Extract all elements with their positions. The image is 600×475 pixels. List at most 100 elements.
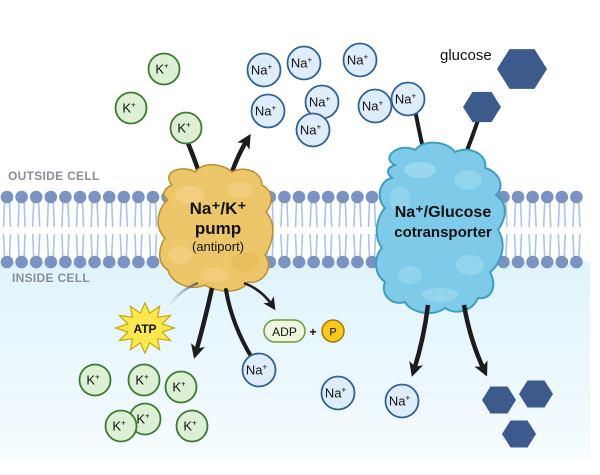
lipid-head [570, 190, 583, 204]
lipid-head [73, 255, 87, 269]
glucose-inside [502, 420, 536, 448]
lipid-head [351, 190, 364, 204]
lipid-head [44, 190, 58, 204]
lipid-head [570, 255, 583, 269]
atp-star-shape [113, 301, 177, 355]
phospholipid [15, 190, 28, 269]
na-ion-inside: Na+ [320, 375, 356, 411]
lipid-head [59, 255, 72, 269]
inside-cell-region [0, 262, 590, 460]
pump-na-connector [224, 288, 254, 360]
ion-label: Na+ [325, 386, 347, 401]
lipid-head [555, 255, 569, 269]
k-ion-inside: K+ [175, 409, 209, 443]
ions: K+K+K+Na+Na+Na+Na+Na+Na+Na+Na+K+K+K+K+K+… [78, 42, 426, 443]
lipid-head [102, 190, 116, 204]
lipid-head [59, 190, 72, 204]
lipid-head [44, 255, 58, 269]
phospholipid [29, 190, 43, 269]
na-ion-outside: Na+ [342, 42, 378, 78]
lipid-head [146, 255, 160, 269]
phospholipid [351, 190, 364, 269]
lipid-head [321, 190, 335, 204]
glucose-outside-bound [463, 91, 501, 123]
lipid-head [336, 255, 350, 269]
cotransporter-na-in-arrow [409, 304, 431, 377]
k-ion-outside-bound: K+ [169, 111, 203, 145]
na-ion-inside: Na+ [241, 352, 277, 388]
lipid-head [132, 255, 145, 269]
phosphate-molecule [321, 319, 345, 343]
lipid-head [540, 255, 554, 269]
lipid-head [526, 190, 539, 204]
lipid-head [511, 255, 525, 269]
phospholipid [88, 190, 101, 269]
k-ion-inside: K+ [127, 363, 161, 397]
outside-cell-label: OUTSIDE CELL [8, 169, 100, 183]
lipid-head [321, 255, 335, 269]
inside-cell-label: INSIDE CELL [12, 271, 90, 285]
ion-label: Na+ [246, 363, 268, 378]
phospholipid [321, 190, 335, 269]
phospholipid [44, 190, 58, 269]
glucose-label: glucose [440, 47, 492, 64]
ion-label: Na+ [255, 104, 277, 119]
glucose-inside [482, 386, 516, 414]
glucose-inside [519, 380, 553, 408]
plus-sign: + [309, 325, 316, 339]
na-ion-outside: Na+ [295, 112, 331, 148]
phospholipid [102, 190, 116, 269]
pump-k-in-arrow [191, 287, 215, 359]
na-ion-outside: Na+ [286, 45, 322, 81]
cotransporter-label-line2: cotransporter [394, 224, 492, 241]
lipid-head [102, 255, 116, 269]
lipid-head [0, 190, 14, 204]
glucose-outside-large [497, 49, 547, 89]
lipid-head [351, 255, 364, 269]
na-ion-outside: Na+ [246, 52, 282, 88]
lipid-head [292, 255, 306, 269]
ion-label: Na+ [300, 123, 322, 138]
lipid-head [526, 255, 539, 269]
lipid-head [307, 255, 320, 269]
na-k-pump: Na⁺/K⁺ pump (antiport) [157, 164, 274, 292]
phospholipid [292, 190, 306, 269]
ion-label: Na+ [362, 99, 384, 114]
na-ion-outside: Na+ [357, 88, 393, 124]
na-glucose-cotransporter: Na⁺/Glucose cotransporter [375, 141, 506, 315]
ion-label: Na+ [389, 394, 411, 409]
lipid-head [511, 190, 525, 204]
na-ion-inside: Na+ [384, 383, 420, 419]
lipid-head [540, 190, 554, 204]
phospholipid [511, 190, 525, 269]
phospholipid [59, 190, 72, 269]
atp-molecule: ATP [113, 301, 177, 355]
pump-label-line3: (antiport) [192, 239, 244, 254]
phospholipid [526, 190, 539, 269]
lipid-head [15, 255, 28, 269]
atp-energy-trail [168, 281, 199, 306]
ion-label: Na+ [347, 53, 369, 68]
adp-plus-phosphate: ADP + P [263, 319, 345, 343]
phospholipid [278, 190, 291, 269]
lipid-head [29, 190, 43, 204]
phospholipid [117, 190, 131, 269]
lipid-head [73, 190, 87, 204]
lipid-head [278, 190, 291, 204]
k-ion-inside: K+ [78, 363, 112, 397]
lipid-head [117, 255, 131, 269]
phospholipid [73, 190, 87, 269]
atp-label: ATP [133, 322, 156, 336]
ion-label: Na+ [395, 92, 417, 107]
lipid-head [292, 190, 306, 204]
lipid-head [29, 255, 43, 269]
pump-label-line1: Na⁺/K⁺ [190, 199, 247, 218]
lipid-head [117, 190, 131, 204]
lipid-head [0, 255, 14, 269]
lipid-head [132, 190, 145, 204]
phospholipid [146, 190, 160, 269]
phospholipid [570, 190, 583, 269]
k-ion-outside: K+ [114, 91, 148, 125]
pump-label-line2: pump [195, 219, 241, 238]
